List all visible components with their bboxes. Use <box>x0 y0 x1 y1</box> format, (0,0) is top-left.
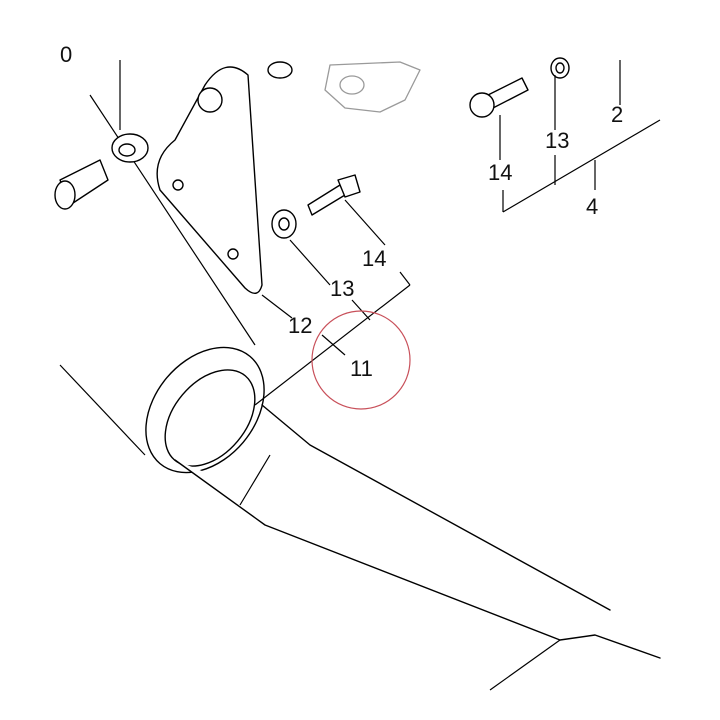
washer-left-inner <box>278 217 290 231</box>
bracket-shape <box>324 61 421 113</box>
bolt-left <box>307 174 361 216</box>
leader-11-tick <box>399 271 411 286</box>
tail-pipe <box>174 404 661 659</box>
pipe-upper-edge <box>89 94 256 346</box>
leader-11 <box>254 284 411 406</box>
bolt-right-head <box>469 92 495 118</box>
leader-14b <box>344 199 386 246</box>
background-bracket <box>324 61 421 113</box>
hanger-plate-top-hole <box>197 87 223 113</box>
bolt-right <box>469 77 529 118</box>
hanger-plate <box>156 66 263 294</box>
leader-group-2-4 <box>502 119 661 213</box>
callout-labels: 0 2 13 14 4 14 13 12 11 <box>60 42 623 381</box>
callout-13-left: 13 <box>330 276 354 301</box>
leader-lines <box>119 60 661 406</box>
tail-pipe-seam <box>239 454 271 506</box>
washer-right-inner <box>555 62 565 74</box>
bolt-left-shank <box>307 184 346 216</box>
leader-11-12 <box>321 334 346 356</box>
rubber-bush-hole <box>118 143 136 157</box>
callout-14-right: 14 <box>488 160 512 185</box>
hanger-plate-mid-hole <box>172 179 184 191</box>
top-bush <box>267 61 293 79</box>
bracket-hole <box>339 75 365 95</box>
washer-left <box>271 209 297 239</box>
hanger-plate-body <box>156 66 263 294</box>
pipe-lower-left-edge <box>59 364 146 456</box>
callout-12: 12 <box>288 313 312 338</box>
leader-11-13b <box>351 299 371 321</box>
callout-4: 4 <box>586 194 598 219</box>
mount-pin-end <box>54 180 76 210</box>
hanger-plate-low-hole <box>227 248 239 260</box>
callout-11: 11 <box>350 356 373 381</box>
tail-pipe-end <box>489 639 561 691</box>
exhaust-pipe <box>59 94 661 691</box>
callout-0: 0 <box>60 42 72 67</box>
leader-13b <box>289 239 331 286</box>
washer-right <box>550 57 570 79</box>
rubber-mount <box>54 61 293 210</box>
callout-14-left: 14 <box>362 246 386 271</box>
callout-2: 2 <box>611 102 623 127</box>
bolt-left-head <box>337 174 361 198</box>
highlight-circle <box>311 310 411 410</box>
leader-12 <box>261 294 293 319</box>
callout-13-right: 13 <box>545 128 569 153</box>
